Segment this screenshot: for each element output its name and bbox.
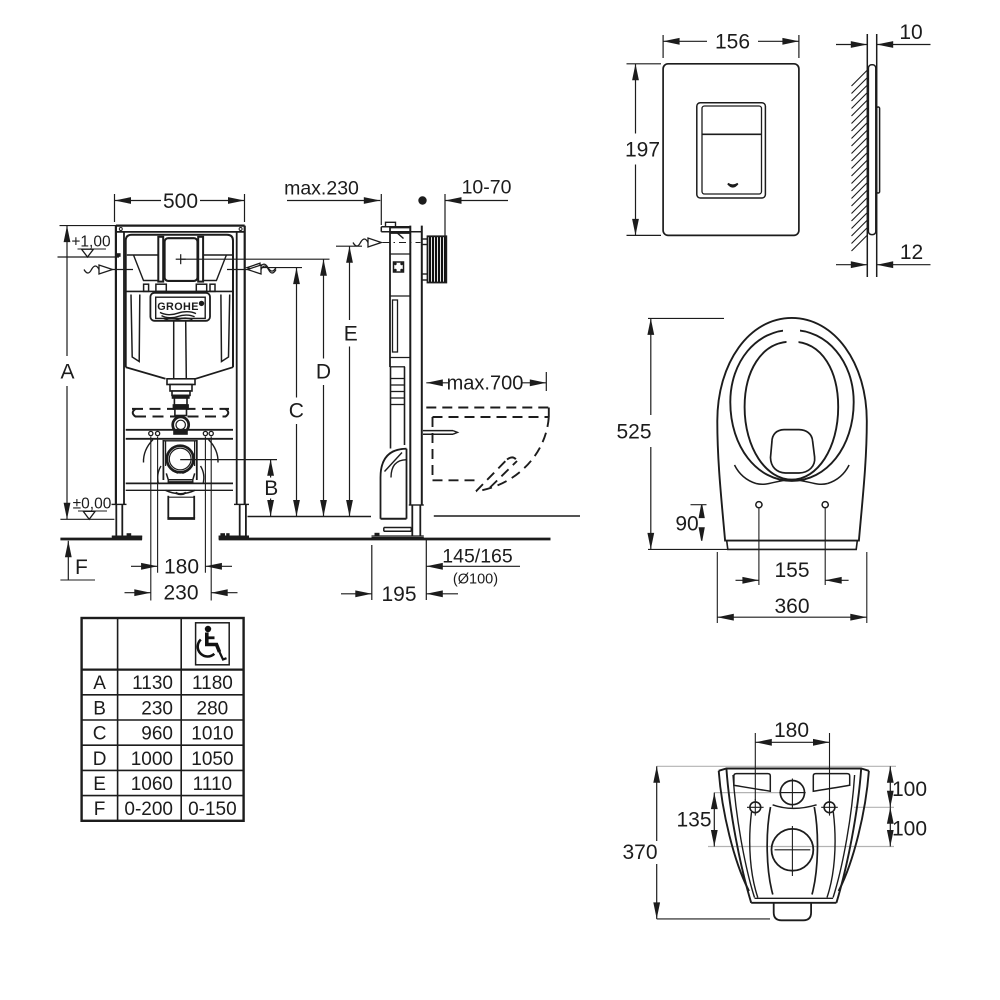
svg-text:195: 195	[381, 583, 416, 606]
svg-text:D: D	[316, 361, 331, 384]
svg-text:1000: 1000	[131, 749, 173, 770]
svg-text:10: 10	[899, 21, 922, 44]
svg-text:525: 525	[616, 421, 651, 444]
svg-text:1060: 1060	[131, 774, 173, 795]
svg-text:1110: 1110	[193, 774, 232, 795]
svg-text:280: 280	[197, 698, 229, 719]
svg-text:156: 156	[715, 30, 750, 53]
svg-text:(Ø100): (Ø100)	[453, 572, 498, 588]
svg-text:100: 100	[892, 778, 927, 801]
svg-text:230: 230	[141, 698, 173, 719]
svg-text:1010: 1010	[191, 724, 233, 745]
svg-text:180: 180	[774, 719, 809, 742]
svg-text:D: D	[93, 749, 107, 770]
svg-text:E: E	[93, 774, 106, 795]
svg-text:145/165: 145/165	[442, 546, 513, 568]
svg-text:0-150: 0-150	[188, 799, 237, 820]
svg-text:180: 180	[164, 555, 199, 578]
svg-text:100: 100	[892, 818, 927, 841]
svg-text:A: A	[60, 361, 74, 384]
svg-text:F: F	[75, 556, 88, 579]
svg-text:1180: 1180	[192, 673, 233, 694]
svg-text:197: 197	[625, 139, 660, 162]
svg-text:90: 90	[675, 513, 698, 536]
svg-text:500: 500	[163, 190, 198, 213]
svg-text:10-70: 10-70	[462, 177, 512, 199]
svg-text:0-200: 0-200	[124, 799, 173, 820]
svg-text:F: F	[94, 799, 106, 820]
svg-text:370: 370	[622, 841, 657, 864]
svg-text:1130: 1130	[132, 673, 173, 694]
svg-text:max.230: max.230	[284, 178, 359, 200]
svg-text:C: C	[289, 400, 304, 423]
svg-text:360: 360	[774, 595, 809, 618]
svg-text:+1,00: +1,00	[71, 234, 111, 251]
svg-text:1050: 1050	[191, 749, 233, 770]
svg-text:A: A	[93, 673, 106, 694]
svg-text:155: 155	[774, 559, 809, 582]
svg-text:E: E	[344, 323, 358, 346]
svg-text:GROHE: GROHE	[157, 301, 199, 313]
svg-text:230: 230	[163, 582, 198, 605]
svg-text:C: C	[93, 724, 107, 745]
svg-text:±0,00: ±0,00	[73, 496, 112, 513]
svg-text:max.700: max.700	[447, 372, 524, 394]
svg-text:B: B	[264, 477, 278, 500]
svg-text:12: 12	[900, 241, 923, 264]
svg-text:135: 135	[676, 809, 711, 832]
svg-text:960: 960	[141, 724, 173, 745]
svg-text:B: B	[93, 698, 106, 719]
